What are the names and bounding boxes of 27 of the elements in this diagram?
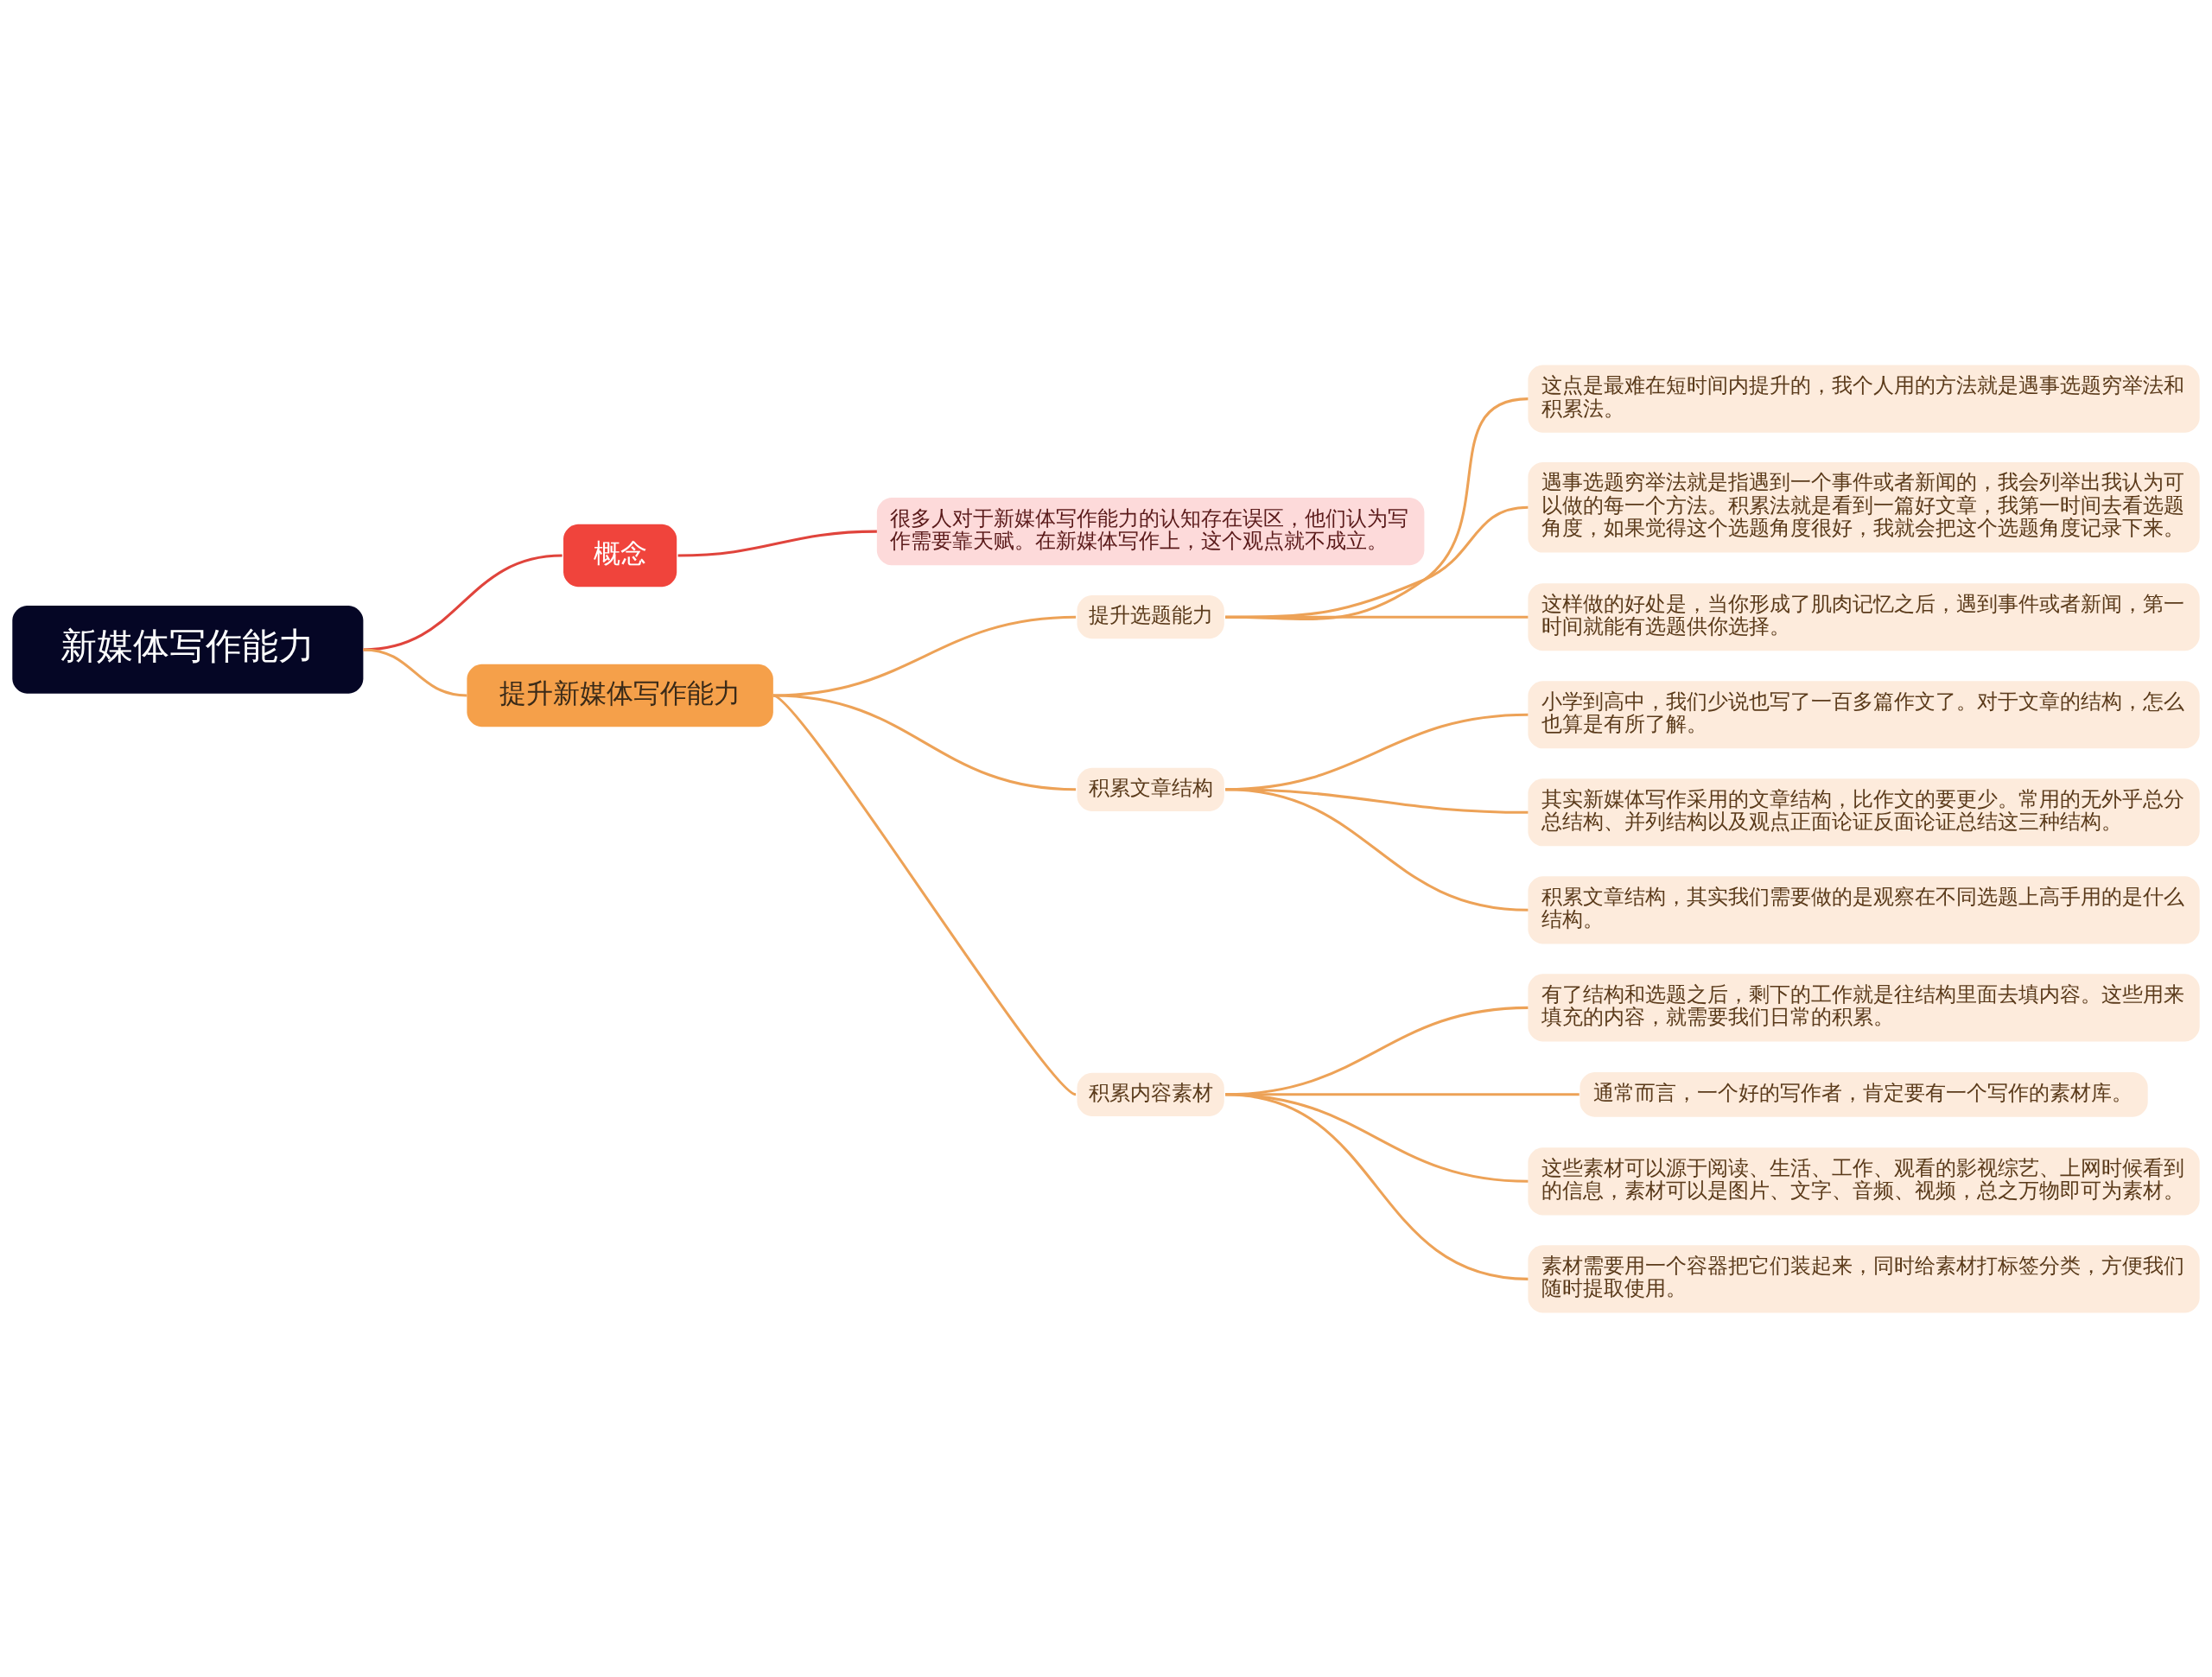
- node-box: 提升选题能力: [1077, 594, 1224, 638]
- connector: [363, 647, 467, 696]
- node-box: 积累文章结构，其实我们需要做的是观察在不同选题上高手用的是什么结构。: [1528, 875, 2200, 943]
- node-box: 其实新媒体写作采用的文章结构，比作文的要更少。常用的无外乎总分总结构、并列结构以及观点正面论证反面论证总结这三种结构。: [1528, 778, 2200, 846]
- node-box: 遇事选题穷举法就是指遇到一个事件或者新闻的，我会列举出我认为可以做的每一个方法。积累法就是看到一篇好文章，我第一时间去看选题角度，如果觉得这个选题角度很好，我就会把这个选题角度记录下来。: [1528, 461, 2200, 553]
- node-box: 概念: [563, 524, 677, 587]
- node-box: 提升新媒体写作能力: [467, 664, 773, 727]
- node-box: 新媒体写作能力: [12, 605, 364, 694]
- node-box: 这样做的好处是，当你形成了肌肉记忆之后，遇到事件或者新闻，第一时间就能有选题供你选择。: [1528, 582, 2200, 651]
- connector: [772, 694, 1077, 1096]
- connector: [1225, 615, 1529, 619]
- node-box: 素材需要用一个容器把它们装起来，同时给素材打标签分类，方便我们随时提取使用。: [1528, 1244, 2200, 1312]
- node-box: 积累文章结构: [1077, 767, 1224, 811]
- connector: [363, 554, 563, 651]
- node-box: 通常而言，一个好的写作者，肯定要有一个写作的素材库。: [1580, 1071, 2148, 1117]
- connector: [772, 693, 1077, 791]
- connector: [1225, 397, 1529, 620]
- node-box: 这些素材可以源于阅读、生活、工作、观看的影视综艺、上网时候看到的信息，素材可以是图片、文字、音频、视频，总之万物即可为素材。: [1528, 1147, 2200, 1215]
- node-box: 这点是最难在短时间内提升的，我个人用的方法就是遇事选题穷举法和积累法。: [1528, 365, 2200, 433]
- connector: [677, 530, 877, 557]
- connector: [1225, 1092, 1529, 1280]
- connector: [1225, 787, 1529, 912]
- connector: [1225, 505, 1529, 619]
- node-box: 积累内容素材: [1077, 1072, 1224, 1116]
- node-box: 小学到高中，我们少说也写了一百多篇作文了。对于文章的结构，怎么也算是有所了解。: [1528, 680, 2200, 748]
- node-box: 有了结构和选题之后，剩下的工作就是往结构里面去填内容。这些用来填充的内容，就需要我们日常的积累。: [1528, 973, 2200, 1041]
- node-box: 很多人对于新媒体写作能力的认知存在误区，他们认为写作需要靠天赋。在新媒体写作上，这个观点就不成立。: [876, 497, 1425, 565]
